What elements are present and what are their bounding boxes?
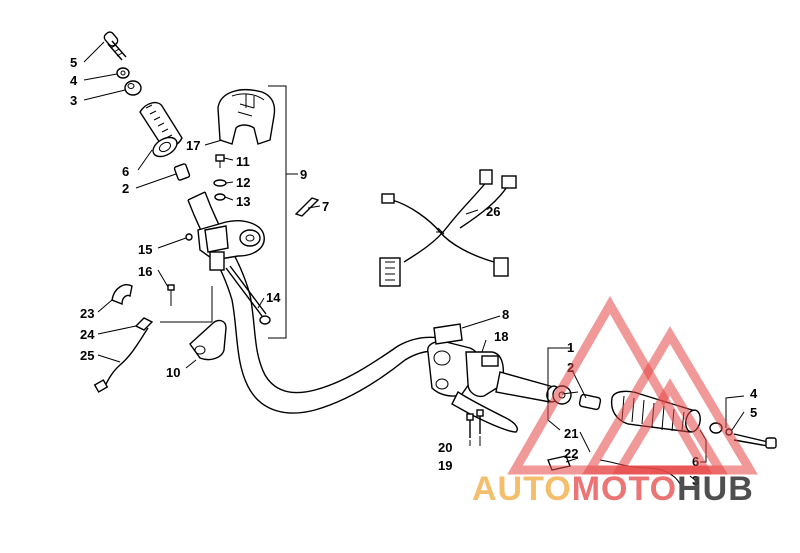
- callout-2-left: 2: [122, 181, 129, 196]
- callout-19: 19: [438, 458, 452, 473]
- callout-17: 17: [186, 138, 200, 153]
- switch-housing: [217, 89, 276, 145]
- callout-8: 8: [502, 307, 509, 322]
- watermark-text-moto: MOTO: [571, 470, 678, 508]
- right-end-cap: [709, 422, 723, 434]
- screw-15: [185, 233, 193, 241]
- right-washer-1-2: [552, 385, 572, 405]
- callout-18: 18: [494, 329, 508, 344]
- callout-7: 7: [322, 199, 329, 214]
- callout-4-right: 4: [750, 386, 758, 401]
- callout-16: 16: [138, 264, 152, 279]
- callout-9: 9: [300, 167, 307, 182]
- washer-13: [214, 193, 226, 201]
- callout-10: 10: [166, 365, 180, 380]
- callout-23: 23: [80, 306, 94, 321]
- right-bar-end: [495, 371, 560, 403]
- callout-5-left: 5: [70, 55, 77, 70]
- screw-11: [215, 154, 225, 168]
- callout-14: 14: [266, 290, 281, 305]
- wire-harness-25: [93, 327, 149, 393]
- callout-4-left: 4: [70, 73, 78, 88]
- screws-19-20: [466, 409, 484, 438]
- callout-6-left: 6: [122, 164, 129, 179]
- callout-12: 12: [236, 175, 250, 190]
- left-control-block: [197, 220, 265, 271]
- seal-24: [134, 317, 154, 331]
- right-washer: [725, 428, 733, 436]
- watermark-text: AUTOMOTOHUB: [472, 470, 754, 509]
- cable-bracket-10: [160, 286, 227, 361]
- left-end-bolt: [103, 31, 127, 61]
- callout-25: 25: [80, 348, 94, 363]
- callout-5-right: 5: [750, 405, 757, 420]
- group-bracket-9: [268, 85, 287, 339]
- left-washer: [116, 67, 130, 79]
- callout-21: 21: [564, 426, 578, 441]
- callout-1: 1: [567, 340, 574, 355]
- decal-7: [294, 197, 320, 217]
- left-end-cap: [124, 80, 142, 96]
- callout-13: 13: [236, 194, 250, 209]
- callout-3-right: 3: [692, 473, 699, 488]
- callout-3-left: 3: [70, 93, 77, 108]
- right-end-bolt: [733, 433, 777, 449]
- reservoir-label-8: [433, 323, 463, 345]
- callout-24: 24: [80, 327, 95, 342]
- switch-18: [465, 351, 504, 398]
- wiring-harness-26: [379, 169, 517, 287]
- watermark-text-hub: HUB: [677, 470, 754, 508]
- right-grip: [610, 390, 701, 433]
- left-grip: [139, 101, 183, 158]
- washer-12: [213, 179, 227, 187]
- screw-16: [167, 284, 175, 306]
- callout-6-right: 6: [692, 454, 699, 469]
- callout-11: 11: [236, 154, 250, 169]
- watermark-text-auto: AUTO: [472, 470, 572, 508]
- callout-20: 20: [438, 440, 452, 455]
- callout-22: 22: [564, 446, 578, 461]
- handlebar: [187, 191, 441, 414]
- boot-23: [111, 284, 133, 306]
- right-grip-sleeve: [578, 393, 602, 411]
- left-grip-sleeve: [173, 163, 191, 181]
- bolt-14: [225, 265, 271, 325]
- callout-15: 15: [138, 242, 152, 257]
- callout-26: 26: [486, 204, 500, 219]
- callout-2-right: 2: [567, 360, 574, 375]
